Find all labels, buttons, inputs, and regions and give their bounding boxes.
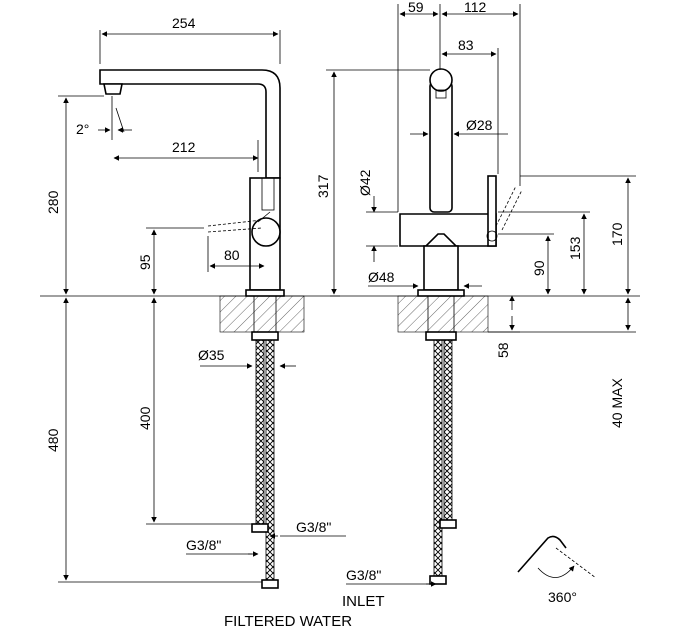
front-view: 59 112 83 Ø28 317 Ø42 Ø48 153 170 bbox=[315, 0, 640, 587]
hose-left-a bbox=[255, 339, 265, 525]
dim-480: 480 bbox=[45, 428, 61, 452]
dim-212: 212 bbox=[172, 139, 196, 155]
hose-right-b bbox=[443, 339, 453, 521]
side-view: 254 2° 212 280 95 80 Ø35 400 4 bbox=[40, 15, 346, 589]
hose-right-a bbox=[433, 339, 443, 577]
faucet-body-right bbox=[423, 245, 459, 291]
dim-280: 280 bbox=[45, 190, 61, 214]
dim-dia42: Ø42 bbox=[357, 169, 373, 196]
dim-40max: 40 MAX bbox=[609, 378, 625, 428]
cross-body bbox=[399, 213, 497, 247]
dim-95: 95 bbox=[137, 254, 153, 270]
spout bbox=[99, 69, 281, 179]
dim-254: 254 bbox=[172, 15, 196, 31]
caption-inlet: INLET bbox=[342, 593, 385, 610]
dim-112: 112 bbox=[464, 0, 487, 15]
hose-left-b bbox=[265, 339, 275, 581]
dim-dia48: Ø48 bbox=[368, 269, 395, 285]
countertop-right bbox=[397, 295, 489, 333]
dim-90: 90 bbox=[531, 260, 547, 276]
dim-59: 59 bbox=[408, 0, 424, 15]
caption-filtered-water: FILTERED WATER bbox=[224, 613, 352, 630]
dim-58: 58 bbox=[495, 342, 511, 358]
spout-column bbox=[429, 81, 453, 213]
dim-83: 83 bbox=[458, 37, 474, 53]
dim-dia35: Ø35 bbox=[198, 347, 225, 363]
rotation-360-icon: 360° bbox=[517, 535, 597, 605]
rotation-label: 360° bbox=[548, 589, 577, 605]
countertop-left bbox=[219, 295, 305, 333]
dim-400: 400 bbox=[137, 406, 153, 430]
dim-170: 170 bbox=[609, 222, 625, 246]
handle-knob-left bbox=[251, 217, 281, 247]
dim-317: 317 bbox=[315, 174, 331, 198]
dim-dia28: Ø28 bbox=[466, 117, 493, 133]
dim-thread-left: G3/8" bbox=[186, 537, 221, 553]
dim-153: 153 bbox=[567, 236, 583, 260]
dim-thread-inlet: G3/8" bbox=[346, 567, 381, 583]
dim-angle: 2° bbox=[76, 121, 89, 137]
dim-80: 80 bbox=[224, 247, 240, 263]
dim-thread-right: G3/8" bbox=[296, 519, 331, 535]
